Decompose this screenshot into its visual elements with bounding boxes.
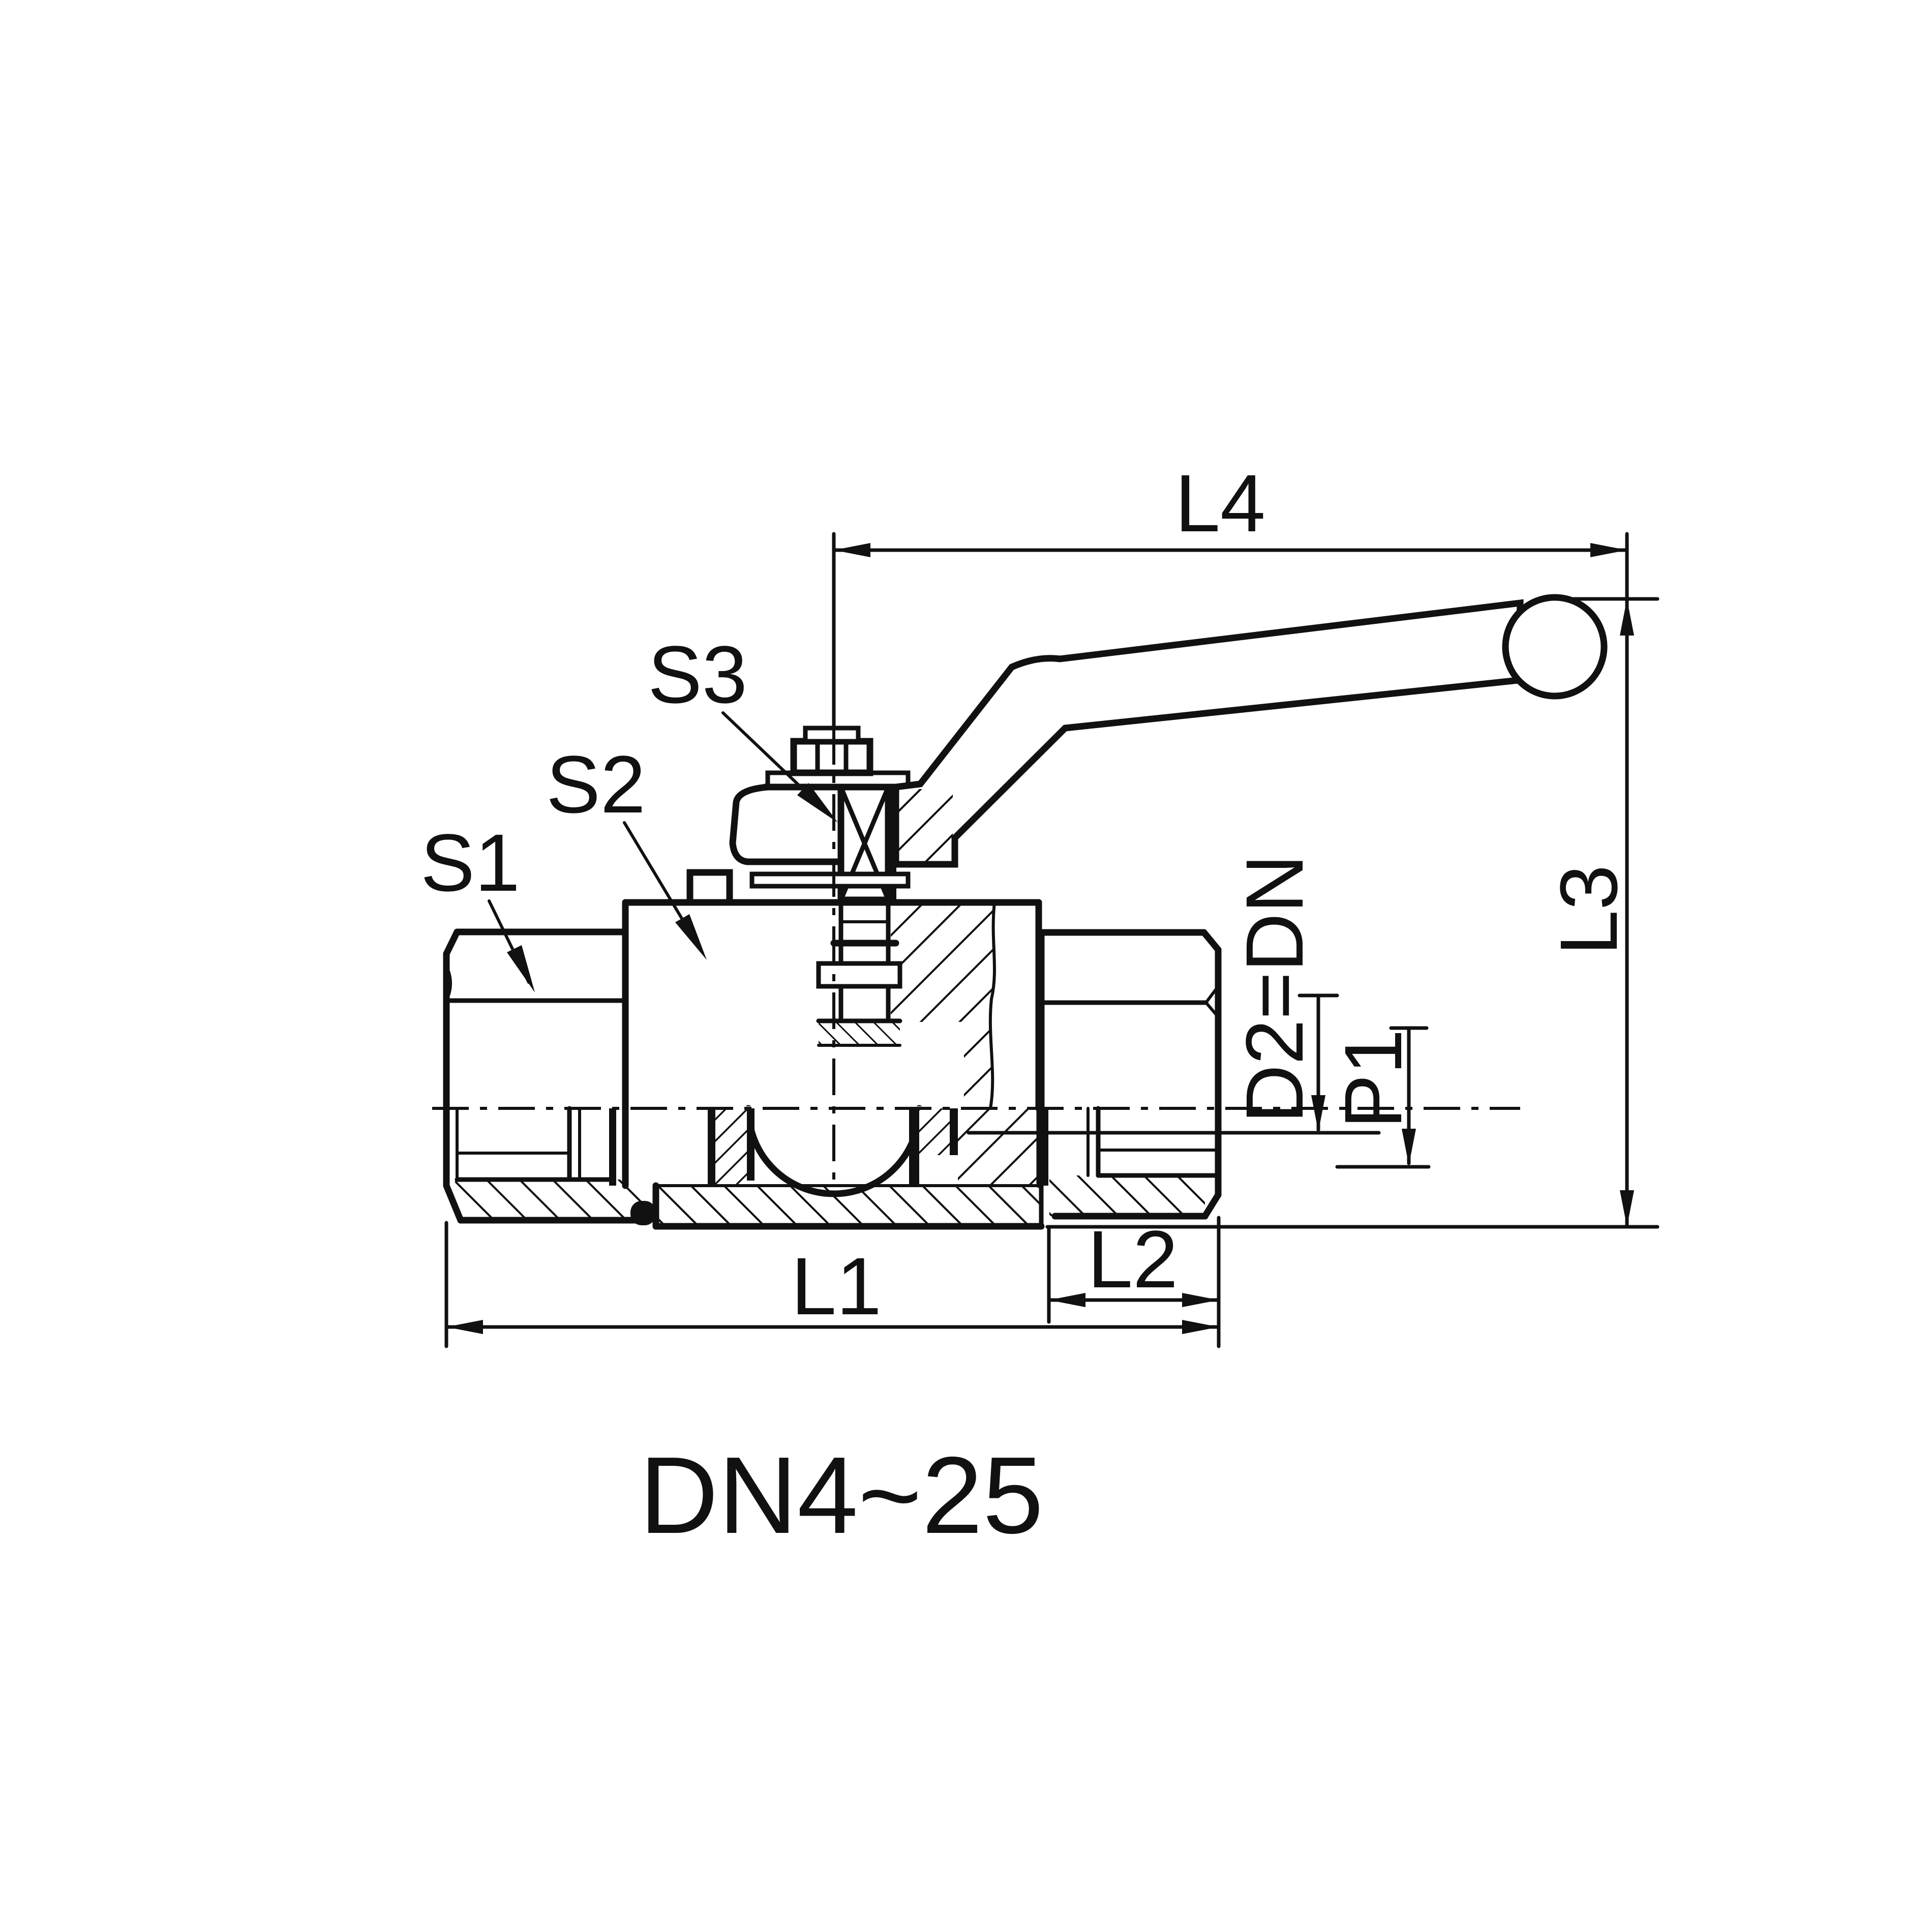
body-top-tab [686, 869, 733, 906]
gland-washer [749, 871, 911, 889]
label-d2: D2=DN [1229, 854, 1320, 1123]
dimension-l3: L3 [1045, 597, 1659, 1229]
handle [892, 594, 1608, 868]
right-joint-bar [1040, 1108, 1048, 1186]
gland [729, 783, 844, 865]
label-s2: S2 [546, 739, 646, 830]
dimension-p1: P1 [1327, 1026, 1431, 1169]
hex-chamfer-arc [445, 964, 452, 1002]
stem-nut-cap [803, 726, 861, 744]
seat-seal-bar-right-inner [909, 1108, 919, 1185]
left-joint-bar [609, 1108, 616, 1186]
right-fitting [1039, 929, 1222, 1220]
seat-seal-bar-left-inner [747, 1108, 754, 1181]
handle-knob [1502, 594, 1608, 700]
part-label-s1: S1 [420, 817, 535, 992]
seat-rings [708, 1106, 960, 1187]
dimension-l2: L2 [1047, 1214, 1221, 1348]
dimension-l1: L1 [444, 1221, 1221, 1348]
dimension-l4: L4 [832, 458, 1629, 730]
label-l4: L4 [1175, 458, 1265, 549]
break-line [988, 901, 996, 1110]
handle-wedge-hatch [898, 789, 953, 862]
label-l2: L2 [1088, 1214, 1178, 1305]
part-label-s2: S2 [546, 739, 707, 960]
caption-dn-range: DN4~25 [640, 1434, 1044, 1556]
dimension-d2: D2=DN [967, 854, 1381, 1135]
stem-flange [816, 961, 902, 989]
label-l3: L3 [1543, 865, 1634, 955]
left-fitting [443, 928, 645, 1224]
seat-seal-bar-left-outer [708, 1108, 715, 1185]
label-p1: P1 [1327, 1029, 1418, 1129]
seat-seal-bar-right-outer [950, 1108, 958, 1155]
label-s1: S1 [420, 817, 520, 908]
stem-nut [790, 738, 873, 776]
hex-chamfer-notch [1204, 985, 1220, 1018]
part-label-s3: S3 [648, 629, 838, 823]
valve-body [609, 869, 1048, 1230]
label-s3: S3 [648, 629, 747, 720]
centerlines [432, 728, 1520, 1192]
label-l1: L1 [791, 1241, 882, 1332]
